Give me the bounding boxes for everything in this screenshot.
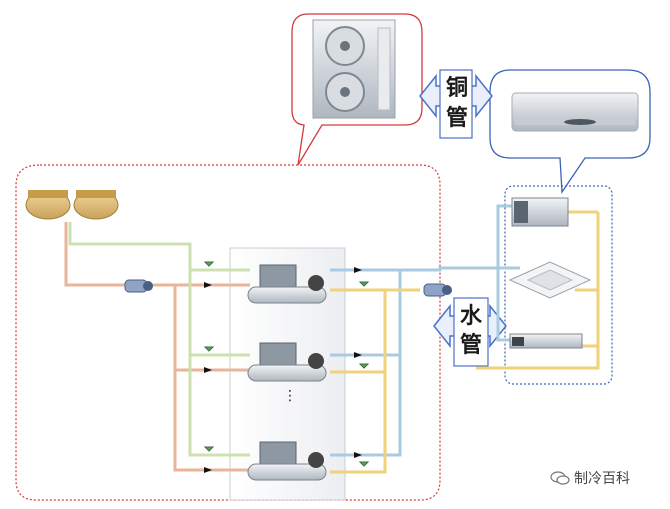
cooling-return-pipes	[68, 222, 250, 457]
water-chiller-icon	[247, 264, 327, 481]
copper-pipe-label-2: 管	[445, 106, 468, 131]
copper-pipe-label-1: 铜	[445, 76, 468, 101]
water-pipe-arrow	[433, 297, 507, 367]
system-boundary	[15, 164, 441, 501]
cooling-tower-icon	[25, 190, 119, 220]
copper-pipe-arrow	[419, 69, 493, 139]
wall-split-ac-icon	[511, 92, 639, 132]
cooling-water-pipes	[64, 222, 250, 472]
outdoor-unit-icon	[312, 19, 396, 119]
water-pipe-label-1: 水	[459, 304, 482, 329]
terminal-box	[504, 185, 613, 385]
more-chillers-ellipsis: ⋮	[283, 388, 297, 404]
watermark: 制冷百科	[550, 468, 630, 488]
flow-arrows	[204, 267, 362, 473]
fan-coil-icon	[509, 333, 583, 349]
watermark-text: 制冷百科	[574, 471, 630, 487]
water-pump-icon	[124, 279, 452, 297]
cassette-unit-icon	[508, 261, 592, 299]
chilled-supply-pipes	[330, 204, 520, 457]
wechat-icon	[550, 471, 570, 485]
water-pipe-label-2: 管	[459, 333, 482, 358]
ducted-unit-icon	[511, 197, 569, 227]
valve-icon	[203, 261, 370, 467]
